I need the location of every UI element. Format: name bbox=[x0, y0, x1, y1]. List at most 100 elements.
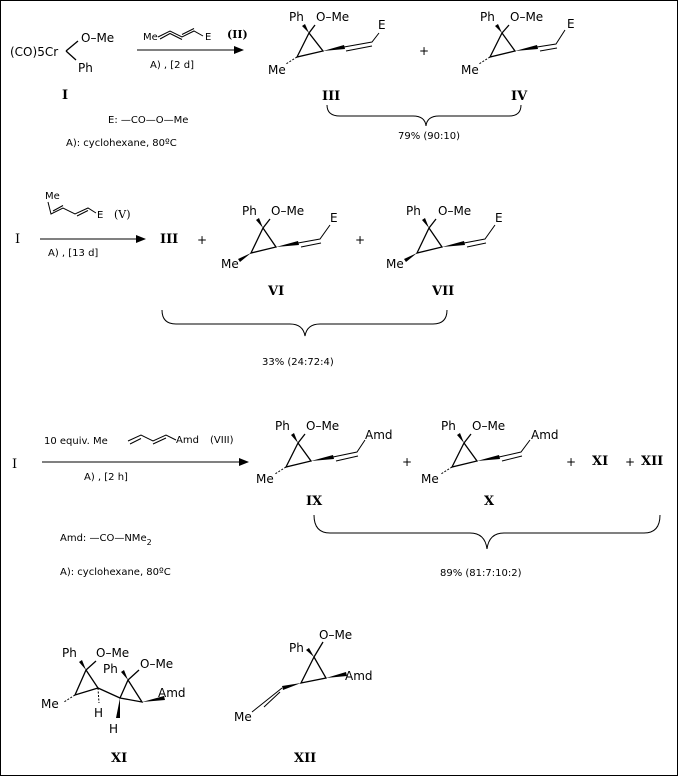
yield-text-1: 79% (90:10) bbox=[398, 131, 460, 142]
cyclopropane-IV: Ph O–Me E Me IV bbox=[461, 10, 575, 104]
bond bbox=[297, 433, 306, 444]
ester-definition: E: —CO—O—Me bbox=[108, 115, 188, 126]
bond bbox=[85, 660, 97, 671]
methyl-label: Me bbox=[143, 32, 158, 43]
wedge-bond bbox=[291, 433, 298, 443]
bond bbox=[97, 687, 121, 699]
methoxy-label: O–Me bbox=[140, 657, 173, 671]
yield-brace bbox=[326, 104, 522, 127]
hydrogen-label: H bbox=[109, 722, 118, 736]
structure-XI: Ph O–Me Me H Ph O–Me Amd H XI bbox=[41, 646, 186, 766]
double-bond bbox=[345, 45, 373, 52]
methyl-label: Me bbox=[256, 472, 274, 486]
compound-label-III: III bbox=[160, 232, 178, 247]
vinyl-chain bbox=[536, 29, 566, 48]
cyclopropane-VII: Ph O–Me E Me VII bbox=[386, 204, 503, 299]
wedge-bond bbox=[515, 45, 538, 51]
methyl-label: Me bbox=[234, 710, 252, 724]
reagent-equivalents: 10 equiv. Me bbox=[44, 436, 108, 447]
vinyl-chain bbox=[297, 224, 331, 244]
methoxy-label: O–Me bbox=[306, 419, 339, 433]
wedge-bond bbox=[276, 241, 299, 247]
compound-label-IX: IX bbox=[306, 494, 323, 509]
cyclopropane-X: Ph O–Me Amd Me X bbox=[421, 419, 559, 509]
conditions-text-3: A): cyclohexane, 80ºC bbox=[60, 567, 171, 578]
bond bbox=[428, 218, 437, 229]
cyclopropane-ring bbox=[415, 226, 444, 254]
bond bbox=[313, 641, 324, 658]
ester-label: E bbox=[378, 18, 386, 32]
yield-brace bbox=[161, 309, 448, 337]
wedge-bond bbox=[116, 698, 120, 718]
compound-label-I: I bbox=[12, 457, 17, 472]
wedge-bond bbox=[282, 683, 301, 690]
vinyl-chain bbox=[332, 439, 366, 458]
phenyl-label: Ph bbox=[480, 10, 495, 24]
propenyl-chain bbox=[251, 687, 283, 713]
arrow-conditions-3: A) , [2 h] bbox=[84, 472, 128, 483]
double-bond bbox=[263, 691, 281, 708]
ester-label: E bbox=[495, 211, 503, 225]
yield-text-2: 33% (24:72:4) bbox=[262, 357, 334, 368]
wedge-bond bbox=[238, 253, 251, 262]
double-bond bbox=[539, 47, 558, 52]
double-bond bbox=[300, 242, 322, 248]
cyclopropane-VI: Ph O–Me E Me VI bbox=[221, 204, 338, 299]
wedge-bond bbox=[79, 660, 86, 670]
diene-chain bbox=[127, 434, 177, 442]
ester-label: E bbox=[567, 17, 575, 31]
plus-sign: + bbox=[625, 455, 635, 469]
ester-label: E bbox=[205, 32, 211, 43]
methoxy-label: O–Me bbox=[319, 628, 352, 642]
bond bbox=[501, 24, 510, 34]
hashed-bond bbox=[285, 56, 298, 65]
wedge-bond bbox=[442, 241, 465, 247]
compound-label-III: III bbox=[322, 89, 340, 104]
diene-V: Me E (V) bbox=[45, 191, 131, 221]
cyclopropane-ring bbox=[284, 441, 313, 468]
methoxy-label: O–Me bbox=[316, 10, 349, 24]
wedge-bond bbox=[404, 253, 417, 262]
methyl-label: Me bbox=[386, 257, 404, 271]
bond bbox=[65, 50, 77, 61]
methyl-label: Me bbox=[221, 257, 239, 271]
phenyl-label: Ph bbox=[275, 419, 290, 433]
ester-label: E bbox=[97, 210, 103, 221]
arrow-conditions-2: A) , [13 d] bbox=[48, 248, 98, 259]
cyclopropane-ring bbox=[488, 31, 517, 58]
compound-label-XII: XII bbox=[294, 751, 316, 766]
double-bond bbox=[129, 438, 142, 445]
methyl-label: Me bbox=[421, 472, 439, 486]
cyclopropane-ring bbox=[295, 31, 325, 58]
vinyl-chain bbox=[343, 32, 380, 48]
methyl-label: Me bbox=[268, 63, 286, 77]
amide-label: Amd bbox=[158, 686, 186, 700]
plus-sign: + bbox=[402, 455, 412, 469]
bond bbox=[262, 218, 271, 229]
plus-sign: + bbox=[566, 455, 576, 469]
wedge-bond bbox=[495, 24, 502, 33]
cyclopropane-ring bbox=[450, 441, 479, 468]
methyl-label: Me bbox=[45, 191, 60, 202]
yield-text-3: 89% (81:7:10:2) bbox=[440, 568, 522, 579]
arrow-conditions-1: A) , [2 d] bbox=[150, 60, 194, 71]
phenyl-label: Ph bbox=[78, 61, 93, 75]
methyl-label: Me bbox=[41, 697, 59, 711]
yield-brace bbox=[313, 514, 661, 550]
scheme-3: I 10 equiv. Me Amd (VIII) A) , [2 h] Ph … bbox=[12, 419, 663, 579]
phenyl-label: Ph bbox=[242, 204, 257, 218]
compound-label-XI: XI bbox=[111, 751, 127, 766]
plus-sign: + bbox=[355, 233, 365, 247]
chromium-carbonyl-label: (CO)5Cr bbox=[10, 45, 58, 59]
compound-label-IV: IV bbox=[511, 89, 528, 104]
amide-label: Amd bbox=[531, 428, 559, 442]
methoxy-label: O–Me bbox=[81, 31, 114, 45]
bond bbox=[127, 669, 140, 681]
wedge-bond bbox=[457, 433, 464, 443]
wedge-bond bbox=[422, 218, 429, 228]
compound-label-I: I bbox=[62, 88, 68, 103]
double-bond bbox=[181, 28, 195, 35]
phenyl-label: Ph bbox=[289, 641, 304, 655]
methoxy-label: O–Me bbox=[271, 204, 304, 218]
